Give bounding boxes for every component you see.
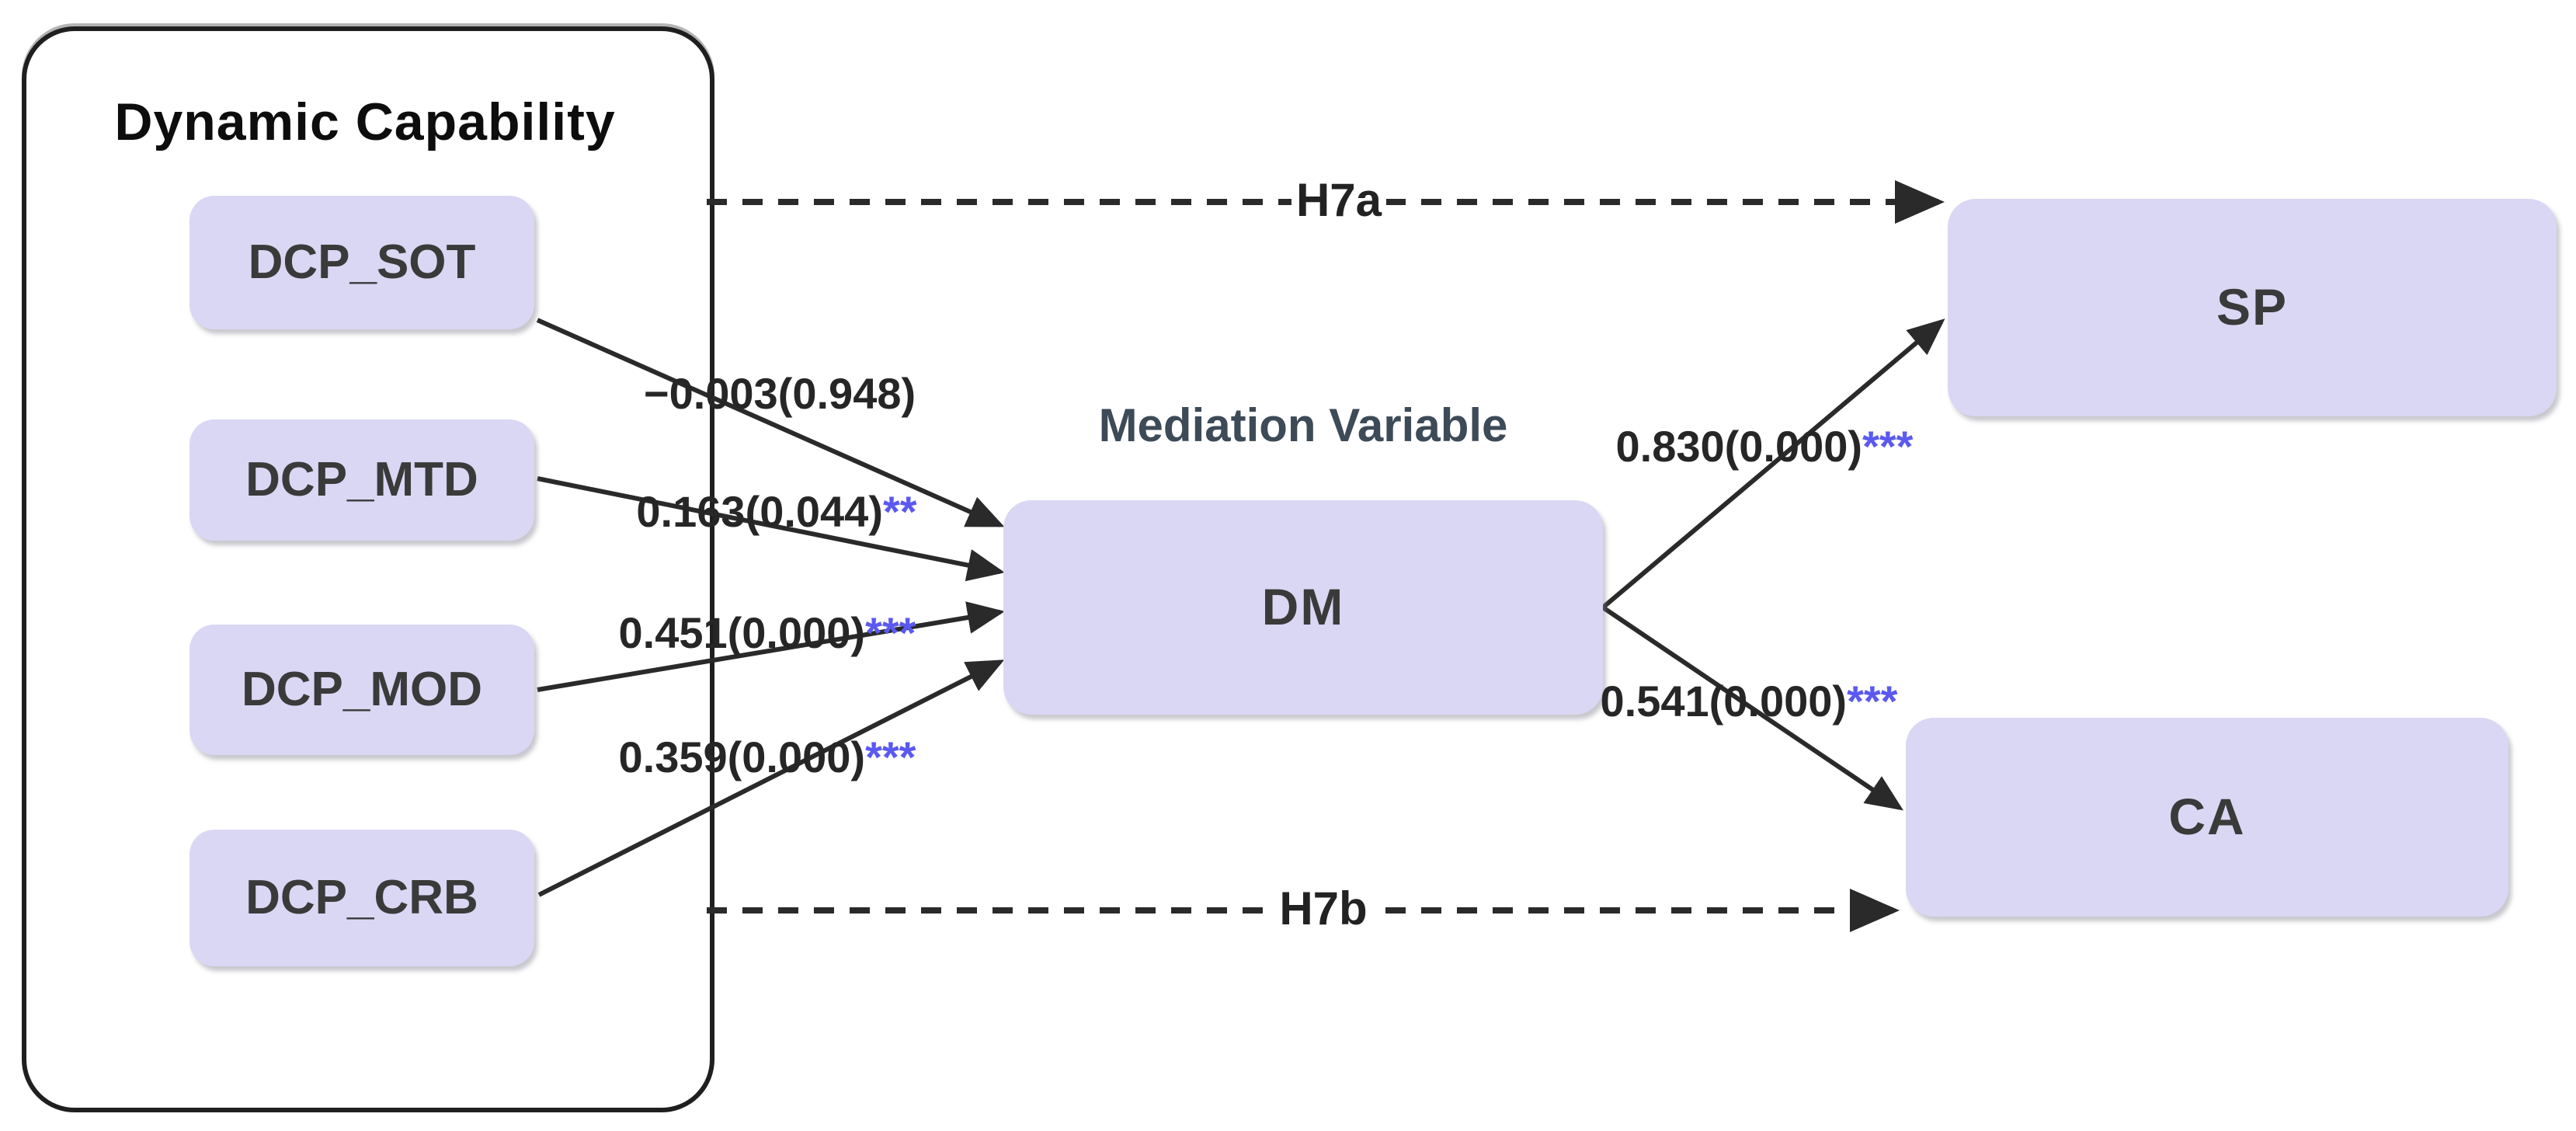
coef-dcp-mod-to-dm: 0.451(0.000)*** xyxy=(619,609,916,659)
significance-stars: *** xyxy=(1847,677,1898,726)
node-dm-label: DM xyxy=(1261,578,1345,635)
node-sp-label: SP xyxy=(2216,278,2289,336)
coef-dm-to-sp: 0.830(0.000)*** xyxy=(1616,423,1914,472)
significance-stars: *** xyxy=(865,733,916,781)
significance-stars: *** xyxy=(1862,423,1914,471)
node-dcp-sot-label: DCP_SOT xyxy=(248,235,476,289)
node-dcp-sot: DCP_SOT xyxy=(189,196,534,329)
mediation-variable-heading: Mediation Variable xyxy=(1098,401,1508,452)
hypothesis-label-h7a: H7a xyxy=(1291,176,1387,228)
coef-dcp-crb-to-dm: 0.359(0.000)*** xyxy=(619,733,916,783)
node-dcp-mtd-label: DCP_MTD xyxy=(245,452,478,506)
path-dcp-sot-to-dm xyxy=(536,318,1005,527)
coef-value: −0.003(0.948) xyxy=(643,370,916,418)
coef-value: 0.830(0.000) xyxy=(1615,423,1863,471)
node-ca: CA xyxy=(1906,718,2508,917)
path-dm-to-sp xyxy=(1601,318,1945,610)
group-title: Dynamic Capability xyxy=(114,93,616,152)
node-dcp-mtd: DCP_MTD xyxy=(189,419,534,541)
significance-stars: *** xyxy=(865,609,916,657)
path-dcp-mod-to-dm xyxy=(537,601,1005,692)
node-dcp-crb: DCP_CRB xyxy=(189,830,534,966)
hypothesis-label-h7b: H7b xyxy=(1274,884,1372,937)
coef-value: 0.359(0.000) xyxy=(618,733,866,781)
node-ca-label: CA xyxy=(2168,788,2246,845)
coef-dcp-mtd-to-dm: 0.163(0.044)** xyxy=(636,488,916,538)
coef-value: 0.451(0.000) xyxy=(618,609,866,657)
coef-value: 0.163(0.044) xyxy=(636,488,883,536)
coef-dm-to-ca: 0.541(0.000)*** xyxy=(1601,677,1898,727)
significance-stars: ** xyxy=(883,488,917,536)
node-dcp-crb-label: DCP_CRB xyxy=(245,870,478,924)
coef-dcp-sot-to-dm: −0.003(0.948) xyxy=(644,370,916,419)
path-dm-to-ca xyxy=(1601,605,1903,811)
coef-value: 0.541(0.000) xyxy=(1600,677,1848,726)
node-sp: SP xyxy=(1948,199,2557,416)
path-dcp-crb-to-dm xyxy=(537,659,1005,897)
node-dm: DM xyxy=(1003,500,1603,715)
node-dcp-mod: DCP_MOD xyxy=(189,625,534,755)
path-dcp-mtd-to-dm xyxy=(537,476,1005,582)
node-dcp-mod-label: DCP_MOD xyxy=(241,662,482,716)
